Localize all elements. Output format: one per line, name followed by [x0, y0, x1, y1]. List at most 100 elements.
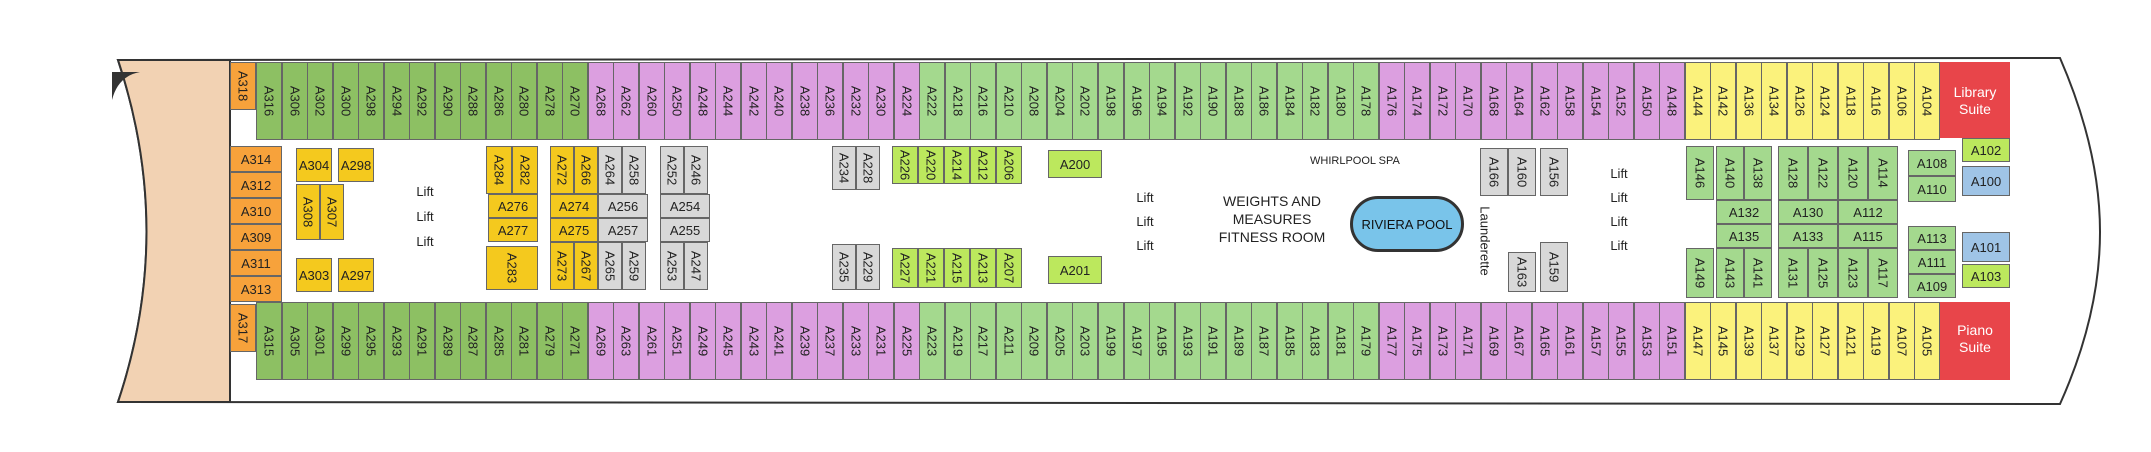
cabin-a200[interactable]: A200 [1048, 150, 1102, 178]
cabin-a248[interactable]: A248 [690, 62, 716, 140]
cabin-a123[interactable]: A123 [1838, 248, 1868, 298]
cabin-a293[interactable]: A293 [384, 302, 410, 380]
cabin-a260[interactable]: A260 [639, 62, 665, 140]
cabin-a159[interactable]: A159 [1540, 242, 1568, 292]
cabin-a133[interactable]: A133 [1778, 224, 1838, 248]
cabin-a256[interactable]: A256 [598, 194, 648, 218]
cabin-a119[interactable]: A119 [1863, 302, 1889, 380]
cabin-a127[interactable]: A127 [1812, 302, 1838, 380]
cabin-a217[interactable]: A217 [970, 302, 996, 380]
cabin-a272[interactable]: A272 [550, 146, 574, 194]
cabin-a189[interactable]: A189 [1226, 302, 1252, 380]
cabin-a198[interactable]: A198 [1098, 62, 1124, 140]
cabin-a251[interactable]: A251 [664, 302, 690, 380]
cabin-a246[interactable]: A246 [684, 146, 708, 194]
cabin-a137[interactable]: A137 [1761, 302, 1787, 380]
cabin-a161[interactable]: A161 [1557, 302, 1583, 380]
cabin-a101[interactable]: A101 [1962, 232, 2010, 262]
cabin-a283[interactable]: A283 [486, 246, 538, 290]
cabin-a318[interactable]: A318 [230, 62, 256, 110]
cabin-a138[interactable]: A138 [1744, 146, 1772, 200]
cabin-a227[interactable]: A227 [892, 248, 918, 288]
cabin-a152[interactable]: A152 [1608, 62, 1634, 140]
cabin-a121[interactable]: A121 [1838, 302, 1864, 380]
cabin-a266[interactable]: A266 [574, 146, 598, 194]
cabin-a216[interactable]: A216 [970, 62, 996, 140]
cabin-a206[interactable]: A206 [996, 146, 1022, 184]
cabin-a232[interactable]: A232 [843, 62, 869, 140]
cabin-a241[interactable]: A241 [766, 302, 792, 380]
cabin-a218[interactable]: A218 [945, 62, 971, 140]
cabin-a253[interactable]: A253 [660, 242, 684, 290]
cabin-a245[interactable]: A245 [715, 302, 741, 380]
cabin-a316[interactable]: A316 [256, 62, 282, 140]
cabin-a142[interactable]: A142 [1710, 62, 1736, 140]
cabin-a286[interactable]: A286 [486, 62, 512, 140]
cabin-a201[interactable]: A201 [1048, 256, 1102, 284]
cabin-a143[interactable]: A143 [1716, 248, 1744, 298]
cabin-a295[interactable]: A295 [358, 302, 384, 380]
cabin-a310[interactable]: A310 [230, 198, 282, 224]
cabin-a105[interactable]: A105 [1914, 302, 1940, 380]
cabin-a257[interactable]: A257 [598, 218, 648, 242]
cabin-a290[interactable]: A290 [435, 62, 461, 140]
cabin-a204[interactable]: A204 [1047, 62, 1073, 140]
cabin-a311[interactable]: A311 [230, 250, 282, 276]
library-suite[interactable]: Library Suite [1940, 62, 2010, 138]
cabin-a305[interactable]: A305 [282, 302, 308, 380]
cabin-a147[interactable]: A147 [1685, 302, 1711, 380]
cabin-a190[interactable]: A190 [1200, 62, 1226, 140]
cabin-a148[interactable]: A148 [1659, 62, 1685, 140]
cabin-a313[interactable]: A313 [230, 276, 282, 302]
cabin-a225[interactable]: A225 [894, 302, 920, 380]
cabin-a183[interactable]: A183 [1302, 302, 1328, 380]
cabin-a196[interactable]: A196 [1124, 62, 1150, 140]
cabin-a125[interactable]: A125 [1808, 248, 1838, 298]
cabin-a110[interactable]: A110 [1908, 176, 1956, 202]
cabin-a126[interactable]: A126 [1787, 62, 1813, 140]
cabin-a115[interactable]: A115 [1838, 224, 1898, 248]
cabin-a230[interactable]: A230 [868, 62, 894, 140]
cabin-a172[interactable]: A172 [1430, 62, 1456, 140]
cabin-a134[interactable]: A134 [1761, 62, 1787, 140]
cabin-a292[interactable]: A292 [409, 62, 435, 140]
cabin-a236[interactable]: A236 [817, 62, 843, 140]
cabin-a277[interactable]: A277 [488, 218, 538, 242]
cabin-a141[interactable]: A141 [1744, 248, 1772, 298]
cabin-a116[interactable]: A116 [1863, 62, 1889, 140]
cabin-a164[interactable]: A164 [1506, 62, 1532, 140]
cabin-a215[interactable]: A215 [944, 248, 970, 288]
cabin-a300[interactable]: A300 [333, 62, 359, 140]
cabin-a170[interactable]: A170 [1455, 62, 1481, 140]
cabin-a209[interactable]: A209 [1021, 302, 1047, 380]
cabin-a163[interactable]: A163 [1508, 252, 1536, 292]
cabin-a146[interactable]: A146 [1686, 146, 1714, 200]
cabin-a315[interactable]: A315 [256, 302, 282, 380]
cabin-a150[interactable]: A150 [1634, 62, 1660, 140]
cabin-a169[interactable]: A169 [1481, 302, 1507, 380]
cabin-a226[interactable]: A226 [892, 146, 918, 184]
cabin-a185[interactable]: A185 [1277, 302, 1303, 380]
cabin-a179[interactable]: A179 [1353, 302, 1379, 380]
cabin-a254[interactable]: A254 [660, 194, 710, 218]
cabin-a224[interactable]: A224 [894, 62, 920, 140]
cabin-a191[interactable]: A191 [1200, 302, 1226, 380]
cabin-a274[interactable]: A274 [550, 194, 598, 218]
cabin-a154[interactable]: A154 [1583, 62, 1609, 140]
cabin-a112[interactable]: A112 [1838, 200, 1898, 224]
cabin-a151[interactable]: A151 [1659, 302, 1685, 380]
cabin-a120[interactable]: A120 [1838, 146, 1868, 200]
cabin-a220[interactable]: A220 [918, 146, 944, 184]
cabin-a317[interactable]: A317 [230, 304, 256, 352]
cabin-a247[interactable]: A247 [684, 242, 708, 290]
cabin-a168[interactable]: A168 [1481, 62, 1507, 140]
cabin-a259[interactable]: A259 [622, 242, 646, 290]
cabin-a243[interactable]: A243 [741, 302, 767, 380]
cabin-a271[interactable]: A271 [562, 302, 588, 380]
cabin-a210[interactable]: A210 [996, 62, 1022, 140]
cabin-a145[interactable]: A145 [1710, 302, 1736, 380]
cabin-a128[interactable]: A128 [1778, 146, 1808, 200]
cabin-a100[interactable]: A100 [1962, 166, 2010, 196]
cabin-a285[interactable]: A285 [486, 302, 512, 380]
cabin-a162[interactable]: A162 [1532, 62, 1558, 140]
